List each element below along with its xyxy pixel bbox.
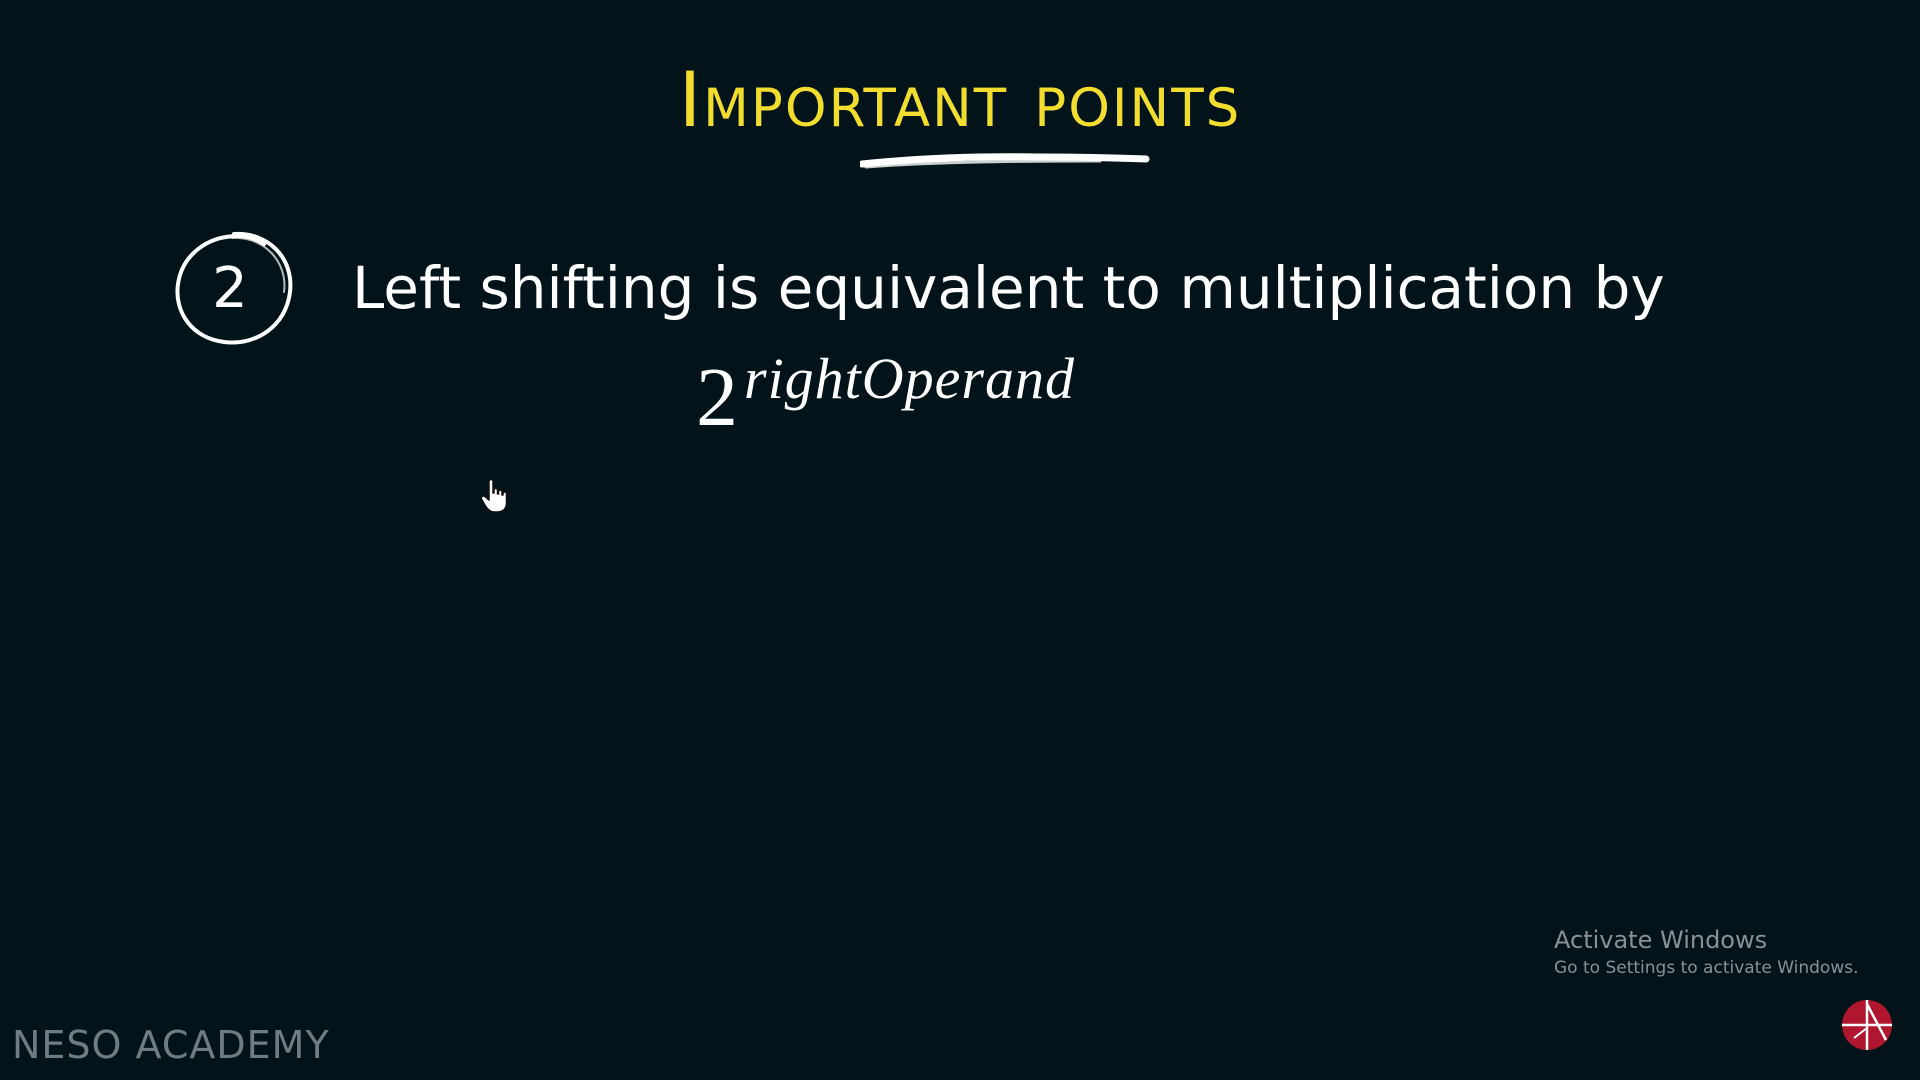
hand-drawn-circle-icon	[175, 231, 293, 345]
point-number-badge: 2	[172, 228, 298, 350]
watermark-title: Activate Windows	[1554, 926, 1768, 954]
brand-name: NESO ACADEMY	[12, 1023, 330, 1067]
slide-title: Important points	[678, 55, 1242, 144]
watermark-subtitle: Go to Settings to activate Windows.	[1554, 958, 1859, 978]
formula-base: 2	[696, 351, 738, 444]
point-number: 2	[212, 256, 248, 321]
hand-pointer-icon	[480, 478, 508, 513]
point-text: Left shifting is equivalent to multiplic…	[352, 254, 1665, 322]
formula-exponent: rightOperand	[744, 346, 1075, 411]
title-underline	[860, 153, 1150, 169]
activate-windows-watermark: Activate Windows Go to Settings to activ…	[1554, 924, 1859, 980]
neso-logo-icon[interactable]	[1840, 998, 1894, 1052]
